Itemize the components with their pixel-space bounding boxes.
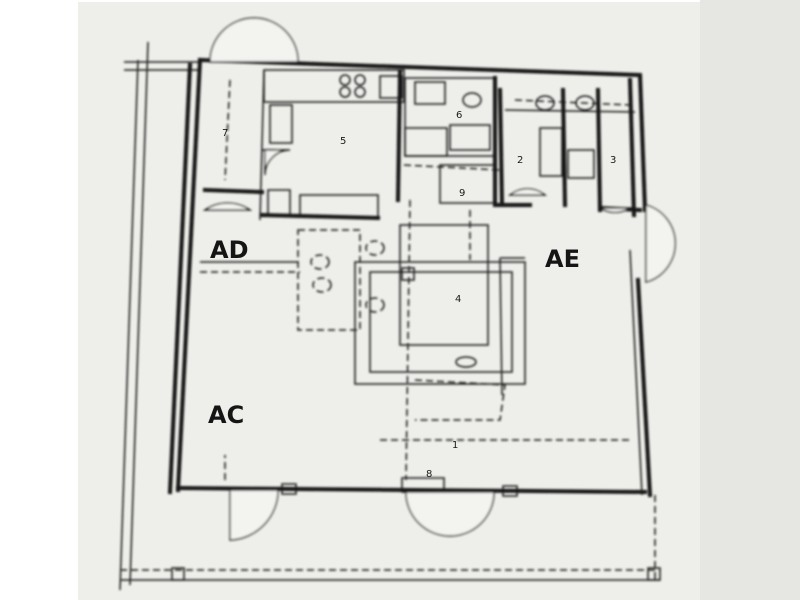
room-number-8: 8 xyxy=(426,469,432,480)
left-boundary-lines xyxy=(119,41,198,591)
zone-label-ad: AD xyxy=(210,236,249,264)
door-swing-room-7 xyxy=(202,202,253,211)
room-number-5: 5 xyxy=(340,136,346,147)
zone-divisions xyxy=(200,261,630,480)
paper-shadow xyxy=(700,0,800,600)
doors xyxy=(202,17,676,541)
room-number-4: 4 xyxy=(455,294,461,305)
zone-label-ae: AE xyxy=(545,245,580,273)
door-swing-bottom-left xyxy=(229,489,279,541)
room-number-7: 7 xyxy=(222,128,228,139)
bottom-boundary xyxy=(120,477,661,581)
dining-set xyxy=(297,229,415,331)
door-swing-bottom xyxy=(405,491,495,537)
room-5-kitchen xyxy=(259,69,405,221)
door-swing-entry xyxy=(264,149,291,176)
outer-walls xyxy=(167,57,653,498)
zone-label-ac: AC xyxy=(208,401,244,429)
door-swing-room-3 xyxy=(597,207,633,214)
room-4 xyxy=(354,199,526,481)
room-number-1: 1 xyxy=(452,440,458,451)
room-number-3: 3 xyxy=(610,155,616,166)
room-number-6: 6 xyxy=(456,110,462,121)
room-number-9: 9 xyxy=(459,188,465,199)
door-swing-top xyxy=(209,17,299,63)
door-swing-rooms-2-3 xyxy=(508,188,547,196)
door-swing-right xyxy=(645,204,676,283)
room-7 xyxy=(202,79,291,217)
bathroom-block xyxy=(395,69,501,207)
room-number-2: 2 xyxy=(517,155,523,166)
